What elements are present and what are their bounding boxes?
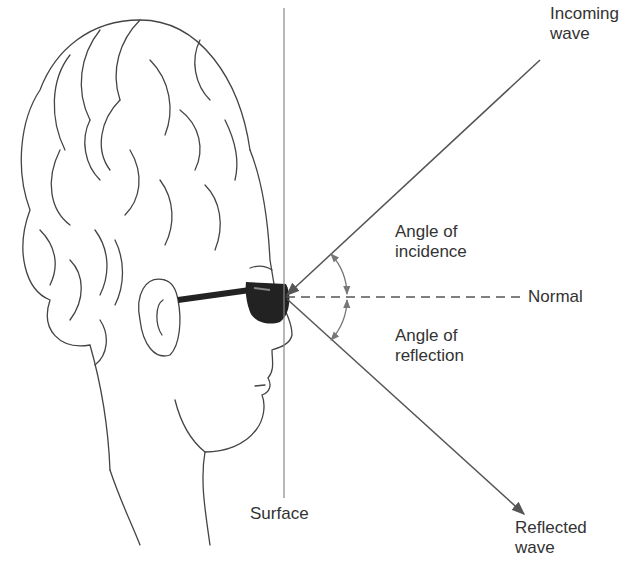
surface-line	[283, 8, 284, 498]
angle-label: Angle of reflection	[395, 326, 490, 365]
surface-label: Surface	[250, 504, 330, 524]
head-drawing	[21, 20, 292, 545]
incoming-ray	[287, 60, 540, 295]
incidence-arc	[331, 254, 347, 294]
reflection-arc	[331, 300, 347, 340]
ray-label: Incoming wave	[550, 4, 630, 43]
angle-label: Angle of incidence	[395, 222, 485, 261]
normal-line	[286, 296, 522, 298]
reflected-ray	[287, 299, 524, 514]
sunglasses	[178, 282, 289, 324]
ray-label: Reflected wave	[515, 518, 605, 557]
axis-label: Normal	[528, 287, 628, 307]
